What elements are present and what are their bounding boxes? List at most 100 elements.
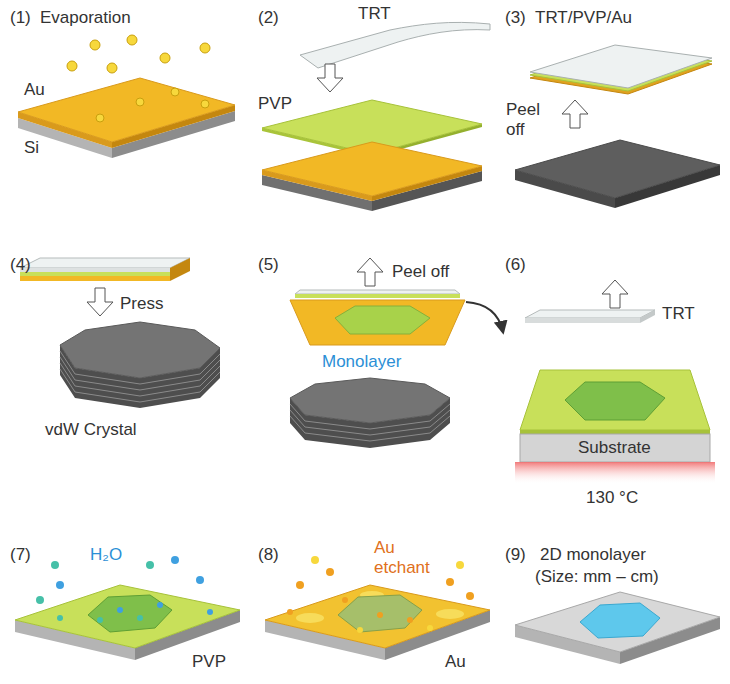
panel-3-art bbox=[515, 45, 720, 208]
illustration-part bbox=[311, 556, 319, 564]
illustration-part bbox=[562, 100, 588, 128]
illustration-part bbox=[90, 40, 100, 50]
illustration-part bbox=[137, 615, 143, 621]
illustration-part bbox=[20, 276, 170, 281]
illustration-part bbox=[201, 100, 209, 108]
label: Au bbox=[445, 652, 466, 672]
illustration-part bbox=[171, 556, 179, 564]
illustration-part bbox=[57, 615, 63, 621]
label: H₂O bbox=[90, 545, 122, 565]
label: Evaporation bbox=[40, 8, 131, 28]
label: TRT bbox=[662, 304, 695, 324]
illustration-part bbox=[427, 625, 433, 631]
illustration-part bbox=[20, 258, 190, 268]
illustration-part bbox=[520, 434, 710, 462]
illustration-part bbox=[136, 98, 144, 106]
illustration-part bbox=[15, 585, 240, 648]
illustration-part bbox=[317, 64, 343, 92]
label: (8) bbox=[258, 545, 279, 565]
illustration-part bbox=[96, 114, 104, 122]
illustration-part bbox=[640, 310, 655, 323]
label: (7) bbox=[10, 545, 31, 565]
illustration-part bbox=[377, 612, 383, 618]
label: TRT bbox=[358, 4, 391, 24]
illustration-part bbox=[525, 318, 640, 323]
label: PVP bbox=[258, 94, 292, 114]
illustration-part bbox=[335, 306, 430, 334]
illustration-part bbox=[88, 595, 172, 632]
label: PVP bbox=[192, 652, 226, 672]
illustration-part bbox=[296, 581, 304, 589]
illustration-part bbox=[580, 603, 660, 638]
illustration-part bbox=[170, 258, 190, 281]
label: Au etchant bbox=[374, 538, 434, 578]
label: (9) bbox=[505, 545, 526, 565]
label: Peel off bbox=[506, 100, 546, 140]
illustration-part bbox=[357, 258, 383, 286]
label: Au bbox=[24, 80, 45, 100]
illustration-part bbox=[295, 290, 460, 294]
illustration-part bbox=[407, 617, 413, 623]
label: (1) bbox=[10, 8, 31, 28]
illustration-part bbox=[466, 302, 503, 332]
illustration-part bbox=[357, 627, 363, 633]
illustration-part bbox=[290, 378, 450, 423]
panel-1-art bbox=[18, 35, 235, 158]
label: (5) bbox=[258, 255, 279, 275]
illustration-part bbox=[515, 462, 715, 484]
illustration-part bbox=[20, 272, 170, 276]
illustration-part bbox=[127, 35, 137, 45]
illustration-part bbox=[171, 88, 179, 96]
illustration-part bbox=[338, 595, 422, 632]
label: Peel off bbox=[392, 262, 449, 282]
panel-2-art bbox=[262, 22, 490, 211]
label: (6) bbox=[505, 255, 526, 275]
illustration-part bbox=[565, 382, 665, 420]
illustration-part bbox=[342, 597, 348, 603]
illustration-part bbox=[262, 142, 482, 196]
illustration-part bbox=[296, 613, 324, 623]
panel-5-art bbox=[290, 258, 503, 448]
illustration-part bbox=[290, 300, 465, 345]
illustration-part bbox=[60, 322, 220, 378]
label: 2D monolayer bbox=[540, 545, 646, 565]
illustration-part bbox=[265, 585, 490, 648]
label: (4) bbox=[10, 255, 31, 275]
label: Si bbox=[24, 138, 39, 158]
illustration-part bbox=[326, 568, 334, 576]
illustration-part bbox=[67, 35, 210, 122]
panel-9-art bbox=[515, 592, 720, 664]
illustration-part bbox=[520, 370, 710, 430]
illustration-part bbox=[67, 61, 77, 71]
label: Press bbox=[120, 294, 163, 314]
illustration-part bbox=[56, 581, 64, 589]
illustration-part bbox=[200, 43, 210, 53]
illustration-part bbox=[446, 578, 454, 586]
illustration-part bbox=[436, 609, 464, 619]
illustration-part bbox=[157, 602, 163, 608]
illustration-part bbox=[530, 45, 712, 88]
label: TRT/PVP/Au bbox=[535, 8, 632, 28]
panel-7-art bbox=[15, 556, 240, 660]
label: vdW Crystal bbox=[45, 420, 137, 440]
illustration-part bbox=[18, 78, 235, 142]
illustration-part bbox=[300, 22, 490, 68]
illustration-part bbox=[117, 607, 123, 613]
illustration-part bbox=[51, 561, 59, 569]
illustration-part bbox=[196, 576, 204, 584]
illustration-part bbox=[295, 294, 460, 298]
illustration-part bbox=[146, 561, 154, 569]
illustration-part bbox=[87, 288, 113, 316]
illustration-part bbox=[287, 609, 293, 615]
illustration-part bbox=[456, 561, 464, 569]
illustration-part bbox=[515, 592, 720, 652]
panel-6-art bbox=[515, 280, 715, 484]
illustration-part bbox=[520, 430, 710, 434]
label: (3) bbox=[505, 8, 526, 28]
label: Substrate bbox=[578, 438, 651, 458]
illustration-part bbox=[97, 617, 103, 623]
label: (2) bbox=[258, 8, 279, 28]
illustration-part bbox=[36, 596, 44, 604]
illustration-part bbox=[20, 268, 170, 272]
